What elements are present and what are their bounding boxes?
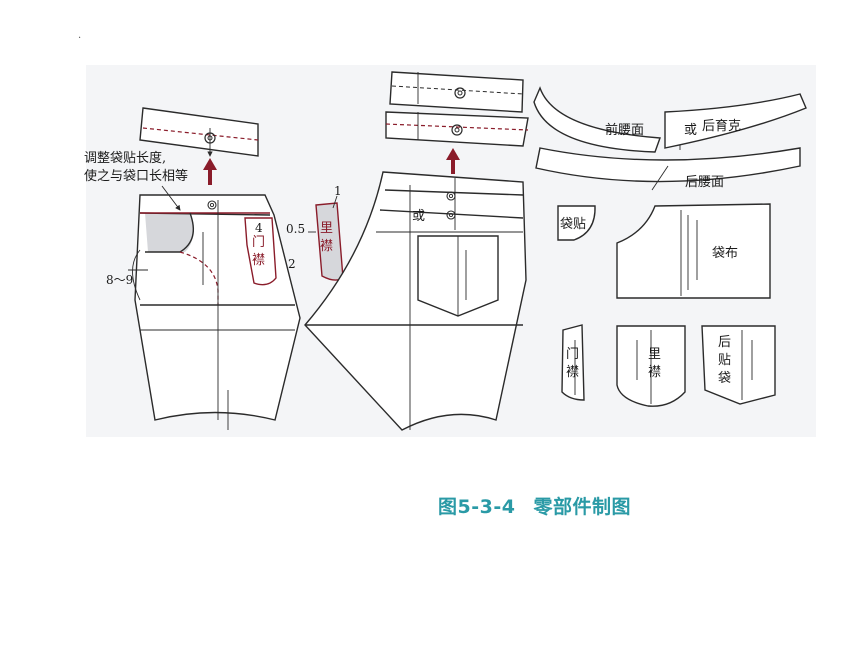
- back-pocket-facing-label-3: 袋: [718, 371, 731, 386]
- back-waistband-pieces: [385, 71, 529, 147]
- back-pants-piece: [304, 171, 527, 431]
- pocket-bag-piece: [616, 203, 771, 299]
- front-fly-label-1: 门: [252, 235, 265, 250]
- back-yoke-label: 后育克: [702, 118, 741, 134]
- fly-piece-label-1: 门: [566, 347, 579, 362]
- lining-piece: [616, 325, 686, 407]
- dim-8-9: 8～9: [106, 273, 133, 287]
- lining-piece-label-1: 里: [648, 347, 661, 362]
- front-waist-label: 前腰面: [605, 122, 644, 138]
- dim-2: 2: [288, 257, 296, 271]
- front-waistband-piece: [139, 107, 259, 157]
- dim-4: 4: [255, 221, 263, 235]
- front-lining-label-2: 襟: [320, 239, 333, 254]
- figure-title: 零部件制图: [533, 496, 631, 518]
- dim-1: 1: [334, 184, 342, 198]
- slide-dot: .: [78, 30, 82, 41]
- or-label-right: 或: [684, 123, 697, 138]
- figure-caption: 图5-3-4 零部件制图: [438, 492, 631, 519]
- annotation-line-1: 调整袋贴长度,: [84, 150, 166, 166]
- up-arrow-icon: [446, 148, 460, 174]
- up-arrow-icon: [203, 158, 217, 185]
- front-waist-facing-piece: [533, 86, 681, 153]
- fly-piece: [561, 324, 585, 401]
- front-fly-label-2: 襟: [252, 253, 265, 268]
- lining-piece-label-2: 襟: [648, 365, 661, 380]
- pocket-facing-piece: [557, 205, 596, 241]
- front-pants-piece: [128, 194, 301, 430]
- back-pocket-facing-piece: [701, 325, 776, 405]
- back-pocket-facing-label-1: 后: [718, 335, 731, 350]
- annotation-line-2: 使之与袋口长相等: [84, 168, 188, 184]
- pocket-bag-label: 袋布: [712, 246, 738, 261]
- or-label-center: 或: [412, 209, 425, 224]
- annotation-arrow: [161, 185, 181, 211]
- figure-number: 图5-3-4: [438, 496, 516, 518]
- back-waist-facing-piece: [535, 147, 801, 191]
- back-yoke-piece: [664, 93, 807, 149]
- dim-0-5: 0.5: [286, 222, 305, 236]
- pocket-facing-label: 袋贴: [560, 217, 586, 232]
- back-pocket-facing-label-2: 贴: [718, 353, 731, 368]
- front-lining-label-1: 里: [320, 221, 333, 236]
- fly-piece-label-2: 襟: [566, 365, 579, 380]
- back-waist-label: 后腰面: [685, 175, 724, 190]
